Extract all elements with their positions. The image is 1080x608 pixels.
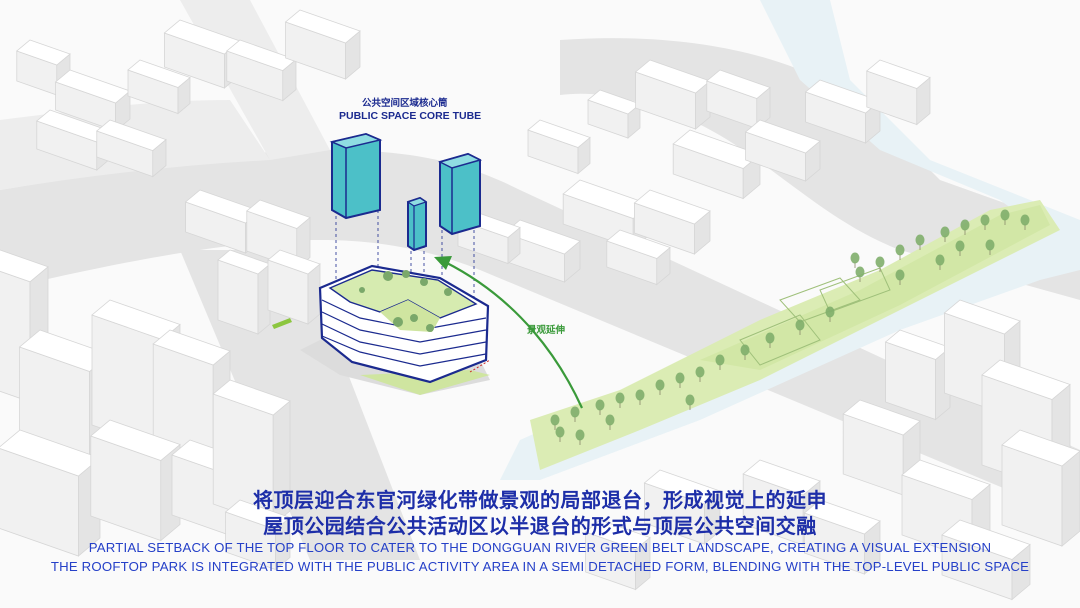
background-building xyxy=(884,329,951,421)
core-tubes xyxy=(329,132,483,252)
tree xyxy=(615,392,625,408)
tree xyxy=(740,344,750,360)
background-building xyxy=(284,9,361,80)
surrounding-buildings xyxy=(0,9,1080,601)
caption-line2-cn: 屋顶公园结合公共活动区以半退台的形式与顶层公共空间交融 xyxy=(263,514,817,538)
background-building xyxy=(212,379,291,526)
caption-line2-en: THE ROOFTOP PARK IS INTEGRATED WITH THE … xyxy=(50,559,1030,574)
tree xyxy=(980,214,990,230)
tree xyxy=(675,372,685,388)
background-building xyxy=(527,119,591,175)
background-building xyxy=(633,189,711,255)
background-building xyxy=(706,69,771,130)
tree xyxy=(605,414,615,430)
core-tube-label-en: PUBLIC SPACE CORE TUBE xyxy=(339,110,482,122)
background-building xyxy=(634,59,711,130)
tree xyxy=(555,426,565,442)
background-building xyxy=(672,129,761,200)
background-building xyxy=(584,519,651,591)
caption-line1-cn: 将顶层迎合东官河绿化带做景观的局部退台，形成视觉上的延申 xyxy=(253,488,827,512)
tree xyxy=(855,266,865,282)
background-building xyxy=(643,469,721,545)
tree xyxy=(575,429,585,445)
tree xyxy=(895,269,905,285)
background-building xyxy=(803,499,881,575)
tree-group xyxy=(550,209,1030,445)
landscape-extension-label: 景观延伸 xyxy=(527,325,566,336)
background-building xyxy=(267,249,321,325)
background-building xyxy=(127,59,191,115)
tree xyxy=(595,399,605,415)
tree xyxy=(570,406,580,422)
tree xyxy=(915,234,925,250)
main-building xyxy=(300,264,491,395)
core-tube-right xyxy=(437,152,483,236)
background-building xyxy=(866,59,931,126)
caption-line1-en: PARTIAL SETBACK OF THE TOP FLOOR TO CATE… xyxy=(88,540,992,555)
rooftop-trees xyxy=(359,270,452,332)
tree xyxy=(635,389,645,405)
tree xyxy=(940,226,950,242)
core-tube-left xyxy=(329,132,383,220)
background-building xyxy=(54,69,131,132)
background-building xyxy=(606,229,671,286)
tree xyxy=(935,254,945,270)
background-building xyxy=(744,119,821,182)
landscape-extension-arrow xyxy=(434,256,583,409)
background-building xyxy=(587,89,641,139)
background-building xyxy=(842,399,921,496)
tree xyxy=(1020,214,1030,230)
tree xyxy=(715,354,725,370)
tree xyxy=(895,244,905,260)
background-building xyxy=(96,119,167,178)
green-marker xyxy=(272,318,292,329)
background-building xyxy=(226,39,297,102)
tree xyxy=(550,414,560,430)
core-tube-label-cn: 公共空间区域核心筒 xyxy=(362,98,448,109)
background-building xyxy=(224,499,291,571)
tree xyxy=(850,252,860,268)
tree xyxy=(985,239,995,255)
tree xyxy=(795,319,805,335)
background-building xyxy=(941,519,1031,601)
background-building xyxy=(1001,429,1080,547)
tree xyxy=(960,219,970,235)
floor-lines xyxy=(321,299,487,367)
tree xyxy=(825,306,835,322)
background-building xyxy=(804,79,881,144)
tree xyxy=(695,366,705,382)
core-tube-middle xyxy=(406,196,428,252)
tree xyxy=(655,379,665,395)
tree xyxy=(1000,209,1010,225)
tree xyxy=(685,394,695,410)
tree xyxy=(875,256,885,272)
tree xyxy=(955,240,965,256)
tree xyxy=(765,332,775,348)
background-building xyxy=(217,249,271,335)
